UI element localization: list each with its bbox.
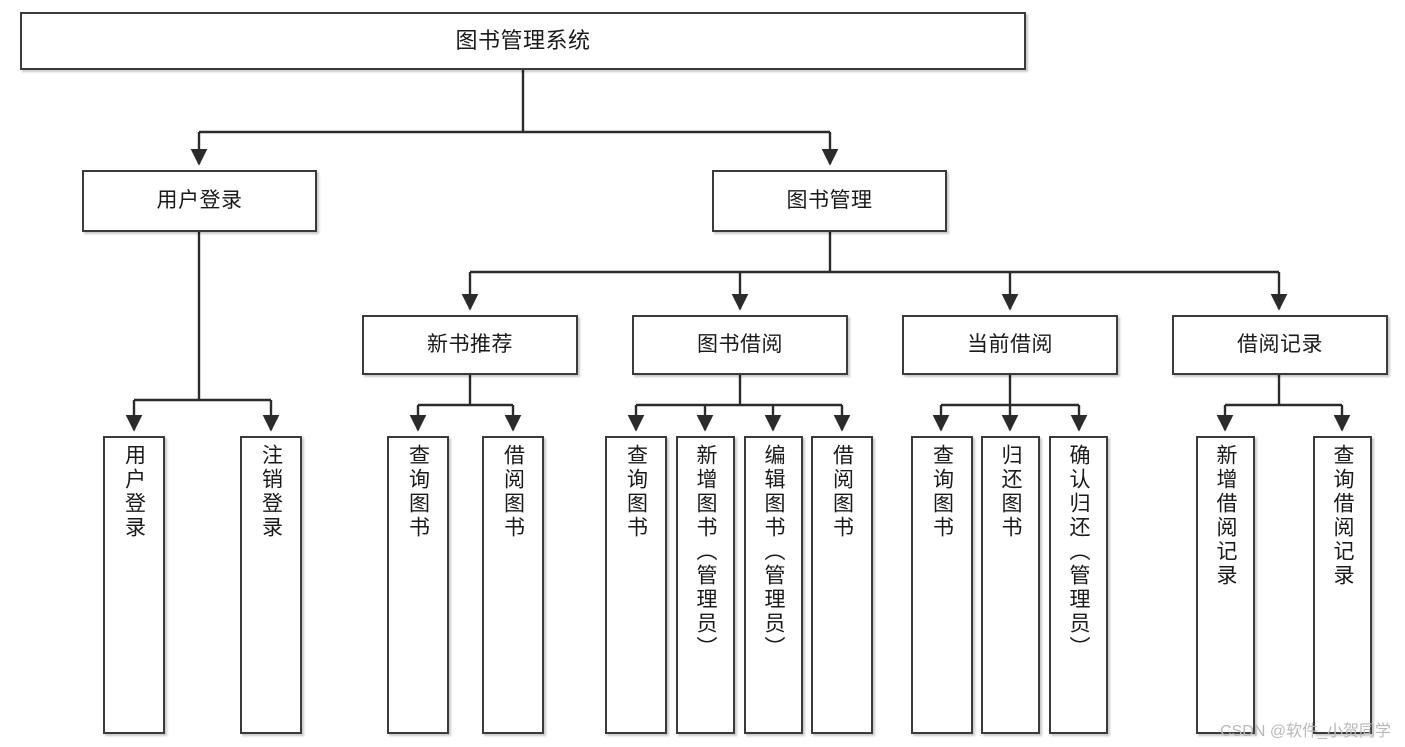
leaf-query-book-borrow[interactable]: 查询图书: [605, 436, 667, 734]
leaf-query-borrow-record-label: 查询借阅记录: [1331, 444, 1354, 588]
leaf-logout-label: 注销登录: [259, 444, 283, 540]
node-book-management[interactable]: 图书管理: [712, 170, 947, 232]
leaf-return-book-label: 归还图书: [999, 444, 1022, 540]
leaf-query-book-current[interactable]: 查询图书: [911, 436, 973, 734]
node-user-login[interactable]: 用户登录: [82, 170, 317, 232]
leaf-add-borrow-record-label: 新增借阅记录: [1214, 444, 1237, 588]
leaf-query-book-recommend[interactable]: 查询图书: [387, 436, 449, 734]
leaf-add-book-admin[interactable]: 新增图书（管理员）: [676, 436, 735, 734]
node-new-book-recommend[interactable]: 新书推荐: [362, 315, 578, 375]
leaf-add-borrow-record[interactable]: 新增借阅记录: [1196, 436, 1255, 734]
leaf-query-borrow-record[interactable]: 查询借阅记录: [1313, 436, 1372, 734]
leaf-edit-book-admin[interactable]: 编辑图书（管理员）: [744, 436, 803, 734]
leaf-confirm-return-admin-label: 确认归还（管理员）: [1067, 444, 1090, 660]
node-current-borrow-label: 当前借阅: [967, 332, 1053, 356]
leaf-borrow-book-recommend-label: 借阅图书: [501, 444, 525, 540]
node-root-system[interactable]: 图书管理系统: [20, 12, 1026, 70]
leaf-return-book[interactable]: 归还图书: [981, 436, 1040, 734]
leaf-confirm-return-admin[interactable]: 确认归还（管理员）: [1049, 436, 1108, 734]
leaf-query-book-borrow-label: 查询图书: [624, 444, 648, 540]
leaf-user-login[interactable]: 用户登录: [103, 436, 165, 734]
node-borrow-record-label: 借阅记录: [1237, 332, 1323, 356]
node-book-management-label: 图书管理: [786, 188, 873, 212]
node-book-borrow-label: 图书借阅: [697, 332, 783, 356]
leaf-borrow-book-label: 借阅图书: [830, 444, 854, 540]
node-book-borrow[interactable]: 图书借阅: [632, 315, 848, 375]
node-borrow-record[interactable]: 借阅记录: [1172, 315, 1388, 375]
node-current-borrow[interactable]: 当前借阅: [902, 315, 1118, 375]
leaf-query-book-recommend-label: 查询图书: [406, 444, 430, 540]
leaf-add-book-admin-label: 新增图书（管理员）: [694, 444, 717, 660]
node-new-book-recommend-label: 新书推荐: [427, 332, 513, 356]
leaf-edit-book-admin-label: 编辑图书（管理员）: [762, 444, 785, 660]
leaf-query-book-current-label: 查询图书: [930, 444, 954, 540]
leaf-logout[interactable]: 注销登录: [240, 436, 302, 734]
csdn-watermark: CSDN @软件_小贺同学: [1220, 723, 1391, 740]
node-root-system-label: 图书管理系统: [455, 28, 591, 54]
leaf-borrow-book-recommend[interactable]: 借阅图书: [482, 436, 544, 734]
node-user-login-label: 用户登录: [156, 188, 243, 212]
leaf-borrow-book[interactable]: 借阅图书: [811, 436, 873, 734]
leaf-user-login-label: 用户登录: [122, 444, 146, 540]
